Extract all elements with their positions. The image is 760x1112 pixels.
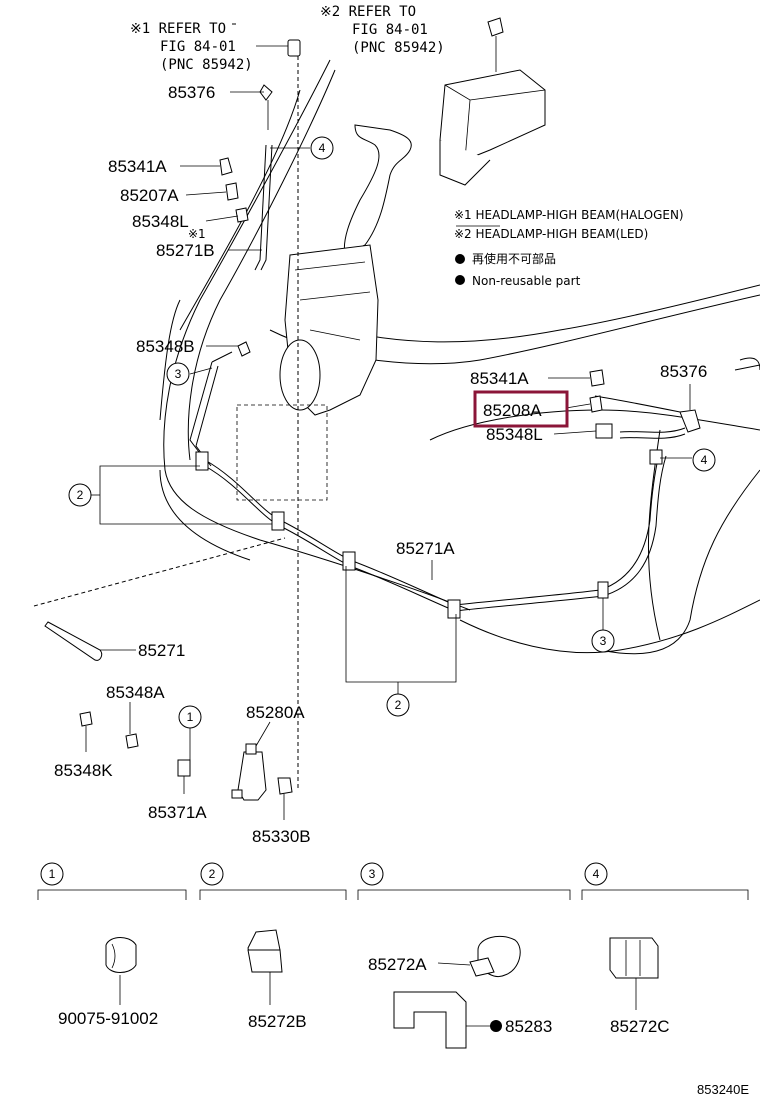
legend-led: ※2 HEADLAMP-HIGH BEAM(LED) (454, 227, 648, 241)
svg-text:2: 2 (395, 698, 402, 712)
non-reusable-dot-icon (455, 254, 465, 264)
callout-4-top: 4 (310, 136, 334, 160)
label-85348K[interactable]: 85348K (54, 761, 113, 780)
label-85348B[interactable]: 85348B (136, 337, 195, 356)
detail-panel-2: 2 85272B (199, 862, 347, 1031)
headlamp-module (439, 17, 546, 186)
legend-non-reusable-en: Non-reusable part (472, 274, 581, 288)
ref1-line1: ※1 REFER TO (130, 21, 226, 37)
callout-2-left: 2 (68, 483, 92, 507)
leader-lines (33, 23, 692, 820)
label-85348L-right[interactable]: 85348L (486, 425, 543, 444)
svg-text:2: 2 (77, 488, 84, 502)
label-85208A[interactable]: 85208A (483, 401, 542, 420)
detail-panel-3: 3 85272A 85283 (357, 862, 571, 1049)
callout-3-left: 3 (166, 362, 190, 386)
label-85271[interactable]: 85271 (138, 641, 185, 660)
label-85371A[interactable]: 85371A (148, 803, 207, 822)
callout-3-right: 3 (591, 629, 615, 653)
washer-tank (236, 124, 412, 501)
svg-text:4: 4 (701, 453, 708, 467)
label-85280A[interactable]: 85280A (246, 703, 305, 722)
svg-text:2: 2 (209, 867, 216, 881)
legend-halogen: ※1 HEADLAMP-HIGH BEAM(HALOGEN) (454, 208, 684, 222)
ref1-line2: FIG 84-01 (160, 39, 236, 55)
panel2-part-number[interactable]: 85272B (248, 1012, 307, 1031)
label-85341A-right[interactable]: 85341A (470, 369, 529, 388)
figure-id: 853240E (697, 1082, 749, 1097)
callout-1-bottom: 1 (178, 705, 202, 729)
label-85376-right[interactable]: 85376 (660, 362, 707, 381)
detail-panel-4: 4 85272C (581, 862, 749, 1036)
label-85341A-left[interactable]: 85341A (108, 157, 167, 176)
label-85348A[interactable]: 85348A (106, 683, 165, 702)
svg-text:1: 1 (187, 710, 194, 724)
label-85207A[interactable]: 85207A (120, 186, 179, 205)
star1-mark: ※1 (188, 227, 206, 241)
callout-4-right: 4 (692, 448, 716, 472)
ref2-line3: (PNC 85942) (352, 40, 445, 56)
label-85271A[interactable]: 85271A (396, 539, 455, 558)
legend-non-reusable-jp: 再使用不可部品 (472, 251, 556, 266)
clips-and-fittings (44, 39, 663, 801)
panel3-part-number-a[interactable]: 85272A (368, 955, 427, 974)
label-85330B[interactable]: 85330B (252, 827, 311, 846)
panel4-part-number[interactable]: 85272C (610, 1017, 670, 1036)
detail-panel-1: 1 90075-91002 (37, 862, 187, 1028)
svg-text:1: 1 (49, 867, 56, 881)
label-85348L-left[interactable]: 85348L (132, 212, 189, 231)
svg-text:3: 3 (600, 634, 607, 648)
label-85376-top[interactable]: 85376 (168, 83, 215, 102)
label-85271B[interactable]: 85271B (156, 241, 215, 260)
svg-text:4: 4 (593, 867, 600, 881)
non-reusable-dot-icon (490, 1020, 502, 1032)
ref2-line1: ※2 REFER TO (320, 4, 416, 20)
svg-text:3: 3 (369, 867, 376, 881)
panel3-part-number-b[interactable]: 85283 (505, 1017, 552, 1036)
svg-text:4: 4 (319, 141, 326, 155)
callout-2-bottom: 2 (386, 693, 410, 717)
panel1-part-number[interactable]: 90075-91002 (58, 1009, 158, 1028)
non-reusable-dot-icon (455, 275, 465, 285)
svg-text:3: 3 (175, 367, 182, 381)
ref1-line3: (PNC 85942) (160, 57, 253, 73)
highlight-box (473, 390, 569, 428)
ref2-line2: FIG 84-01 (352, 22, 428, 38)
